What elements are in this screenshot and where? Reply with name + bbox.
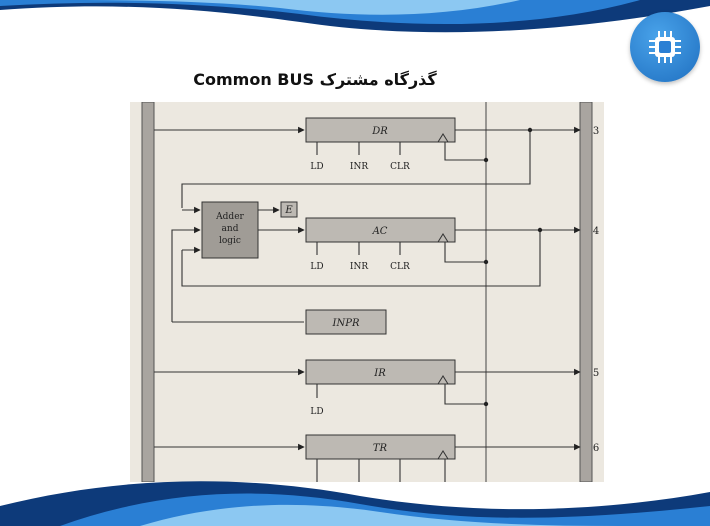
dr-inr-label: INR <box>350 162 368 172</box>
ir-label: IR <box>373 368 386 379</box>
bus-number-5: 5 <box>593 368 599 379</box>
ac-inr-label: INR <box>350 262 368 272</box>
tr-label: TR <box>373 443 388 454</box>
e-flag-label: E <box>284 205 293 216</box>
adder-line-1: Adder <box>215 212 244 222</box>
adder-line-2: and <box>222 224 239 234</box>
dr-clr-label: CLR <box>390 162 410 172</box>
ac-clr-label: CLR <box>390 262 410 272</box>
slide-title: گذرگاه مشترک Common BUS <box>193 70 437 89</box>
adder-logic-box <box>201 201 259 259</box>
e-flag-box <box>280 201 298 218</box>
ac-register-box <box>305 217 456 243</box>
dr-register-box <box>305 117 456 143</box>
common-bus-diagram: DR AC INPR IR TR E Adder and logic LD IN… <box>141 102 599 482</box>
bus-number-6: 6 <box>593 443 599 454</box>
right-bus-bar <box>579 102 593 482</box>
tr-register-box <box>305 434 456 460</box>
common-bus-figure: DR AC INPR IR TR E Adder and logic LD IN… <box>130 102 604 482</box>
bottom-swoosh-decoration <box>0 481 710 526</box>
ir-ld-label: LD <box>310 407 323 417</box>
cpu-chip-icon <box>649 31 681 63</box>
ac-label: AC <box>372 226 388 237</box>
ir-register-box <box>305 359 456 385</box>
cpu-badge <box>630 12 700 82</box>
ac-ld-label: LD <box>310 262 323 272</box>
left-bus-bar <box>141 102 155 482</box>
inpr-label: INPR <box>332 318 360 329</box>
adder-line-3: logic <box>219 236 241 246</box>
dr-ld-label: LD <box>310 162 323 172</box>
bus-number-3: 3 <box>593 126 599 137</box>
inpr-register-box <box>305 309 387 335</box>
top-swoosh-decoration <box>0 0 710 33</box>
dr-label: DR <box>371 126 388 137</box>
bus-number-4: 4 <box>593 226 599 237</box>
